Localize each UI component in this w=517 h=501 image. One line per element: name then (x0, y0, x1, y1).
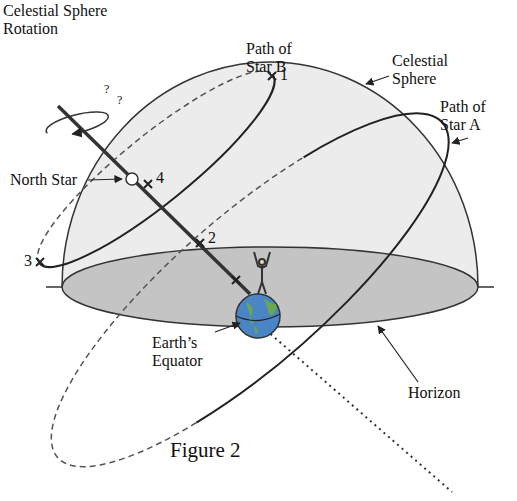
earth-land (246, 298, 276, 334)
path-label: Path of Star B (246, 40, 306, 76)
callout-number: 3 (24, 252, 32, 270)
callout-number: 4 (156, 169, 164, 187)
earth-equator-line (236, 314, 280, 321)
question-mark: ? (104, 82, 109, 96)
figure-caption: Figure 2 (170, 438, 241, 462)
horizon-tick (478, 286, 494, 288)
earth (236, 294, 280, 338)
path-label: Path of Star A (440, 98, 506, 134)
callout-number: 2 (208, 229, 216, 247)
sphere-label: Celestial Sphere (392, 52, 464, 88)
callout-number: 1 (280, 66, 288, 84)
title-label: Celestial Sphere Rotation (3, 2, 128, 38)
leader-lines (88, 76, 468, 382)
horizon-tick (46, 286, 62, 288)
horizon-label: Horizon (406, 384, 462, 402)
star-b-path (18, 48, 294, 290)
north-star (126, 173, 138, 185)
rotation-axis (58, 106, 250, 294)
rotation-arrow (44, 107, 110, 140)
axis-extension (266, 330, 452, 492)
star-a-path (8, 66, 491, 501)
question-mark: ? (117, 93, 122, 107)
star-label: North Star (10, 171, 77, 189)
equator-label: Earth’s Equator (150, 334, 224, 370)
observer-figure (254, 252, 270, 294)
